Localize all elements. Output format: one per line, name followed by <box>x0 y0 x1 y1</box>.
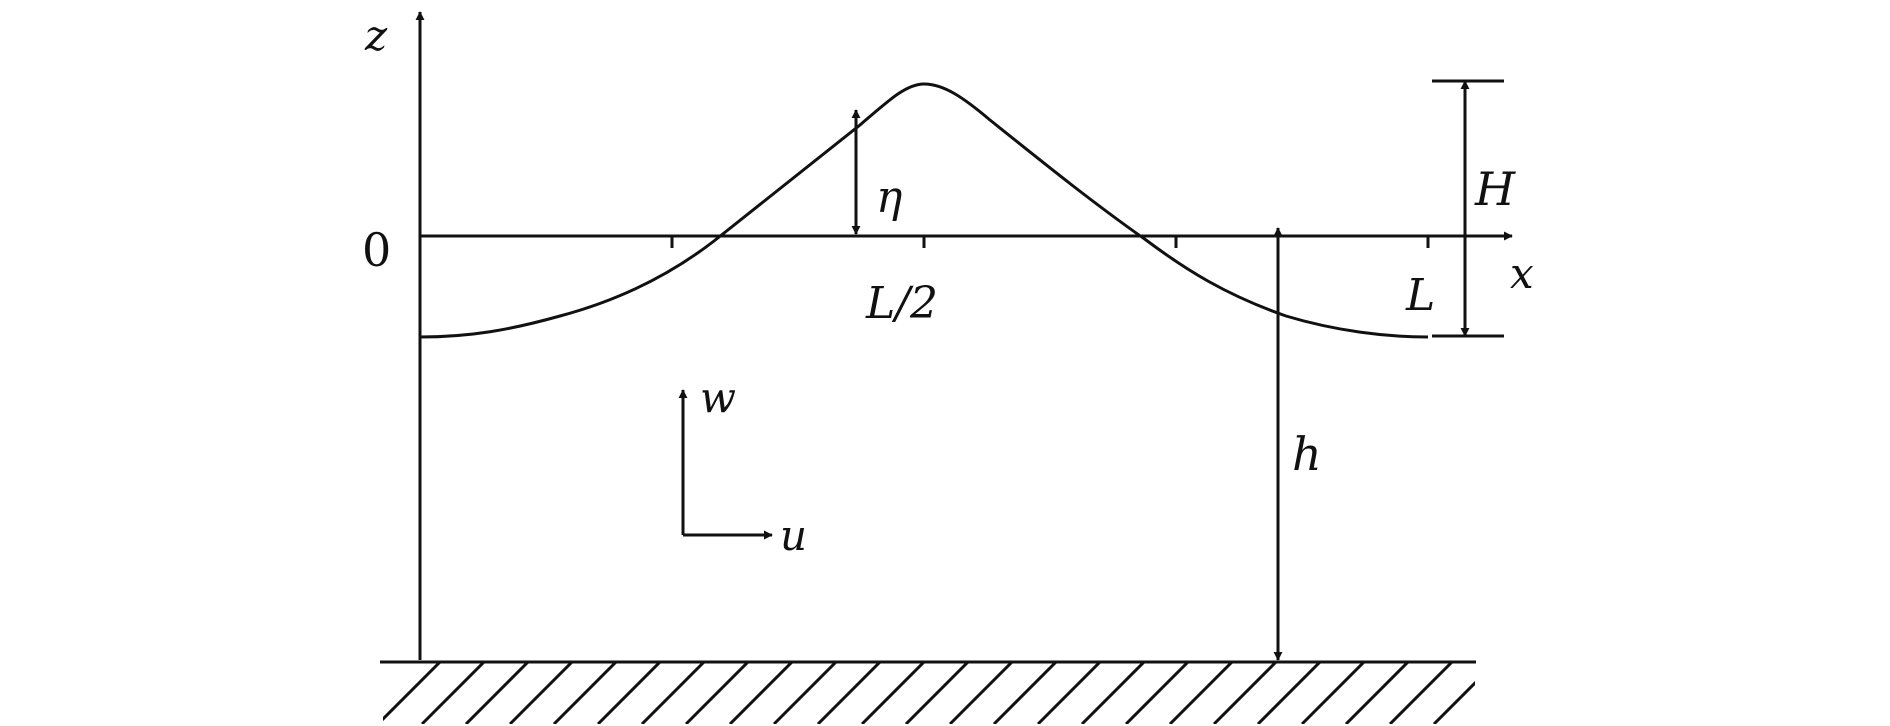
hatch-line <box>383 662 442 722</box>
elevation-label: η <box>876 172 902 223</box>
wave-height-label: H <box>1474 162 1516 216</box>
hatch-line <box>948 662 1014 724</box>
hatch-line <box>992 662 1058 724</box>
hatch-line <box>596 662 662 724</box>
zero-label: 0 <box>362 223 391 277</box>
hatch-line <box>1344 662 1410 724</box>
vertical-velocity-label: w <box>700 373 736 422</box>
hatch-line <box>420 662 486 724</box>
sea-bed-hatching <box>383 662 1540 724</box>
hatch-line <box>1036 662 1102 724</box>
hatch-line <box>1168 662 1234 724</box>
hatch-line <box>1388 662 1454 724</box>
hatch-line <box>1300 662 1366 724</box>
hatch-line <box>816 662 882 724</box>
wavelength-label: L <box>1405 270 1435 321</box>
depth-label: h <box>1292 427 1322 481</box>
hatch-line <box>552 662 618 724</box>
hatch-line <box>1124 662 1190 724</box>
hatch-line <box>1432 680 1475 724</box>
hatch-line <box>728 662 794 724</box>
x-axis-label: x <box>1510 249 1534 298</box>
hatch-line <box>1080 662 1146 724</box>
hatch-line <box>1212 662 1278 724</box>
half-wavelength-label: L/2 <box>865 278 938 329</box>
hatch-line <box>860 662 926 724</box>
hatch-line <box>904 662 970 724</box>
z-axis-label: z <box>364 11 388 60</box>
horizontal-velocity-label: u <box>780 511 807 560</box>
hatch-line <box>1478 662 1540 724</box>
hatch-line <box>772 662 838 724</box>
hatch-line <box>640 662 706 724</box>
hatch-line <box>508 662 574 724</box>
hatch-line <box>1256 662 1322 724</box>
hatch-line <box>464 662 530 724</box>
wave-profile <box>419 82 1429 339</box>
hatch-line <box>684 662 750 724</box>
